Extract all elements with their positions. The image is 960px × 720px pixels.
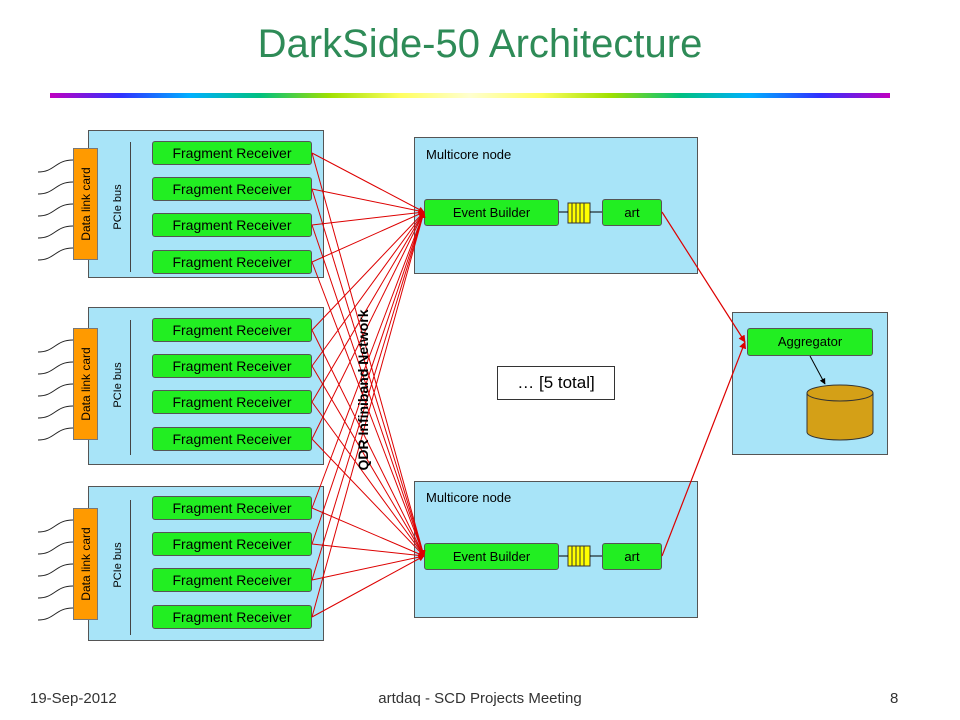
input-cable-icon [37,541,74,555]
input-cable-icon [37,361,74,375]
event-builder: Event Builder [424,543,559,570]
footer-title: artdaq - SCD Projects Meeting [378,690,582,707]
network-link-line [311,211,425,331]
network-link-line [311,188,426,557]
input-cable-icon [37,405,74,419]
event-builder: Event Builder [424,199,559,226]
fragment-receiver: Fragment Receiver [152,496,312,520]
fragment-receiver: Fragment Receiver [152,390,312,414]
network-link-line [311,329,425,557]
input-cable-icon [37,427,74,441]
input-cables [37,159,74,621]
network-link-line [311,188,425,214]
input-cable-icon [37,383,74,397]
network-link-line [311,365,425,557]
pcie-bus-line-1 [130,142,131,272]
input-cable-icon [37,339,74,353]
fragment-receiver: Fragment Receiver [152,141,312,165]
network-link-line [311,554,425,581]
footer-date: 19-Sep-2012 [30,690,117,707]
data-link-card-2: Data link card [73,328,98,440]
art-process: art [602,199,662,226]
fragment-receiver: Fragment Receiver [152,427,312,451]
fragment-receiver: Fragment Receiver [152,250,312,274]
network-link-line [311,543,425,559]
multicore-node-label: Multicore node [426,147,512,162]
network-link-line [311,152,425,213]
input-cable-icon [37,203,74,217]
input-cable-icon [37,585,74,599]
network-link-line [311,224,426,557]
fragment-receiver: Fragment Receiver [152,354,312,378]
art-to-aggregator-line [661,341,747,557]
input-cable-icon [37,159,74,173]
network-link-line [311,211,426,618]
page-title: DarkSide-50 Architecture [257,22,703,66]
aggregator: Aggregator [747,328,873,356]
input-cable-icon [37,607,74,621]
input-cable-icon [37,519,74,533]
network-link-line [311,211,425,263]
fragment-receiver: Fragment Receiver [152,318,312,342]
network-link-line [311,507,425,557]
input-cable-icon [37,181,74,195]
input-cable-icon [37,563,74,577]
network-link-line [311,209,425,226]
data-link-card-1: Data link card [73,148,98,260]
multicore-node-label: Multicore node [426,490,512,505]
title-divider [50,93,890,98]
network-link-line [311,152,426,557]
network-label: QDR Infiniband Network [355,309,371,471]
network-link-line [311,211,425,403]
art-process: art [602,543,662,570]
page-number: 8 [890,690,899,707]
network-link-line [311,211,426,545]
network-link-line [311,555,425,618]
fragment-receiver: Fragment Receiver [152,532,312,556]
fragment-receiver: Fragment Receiver [152,568,312,592]
pcie-bus-line-3 [130,500,131,635]
input-cable-icon [37,247,74,261]
network-connections [311,152,426,618]
data-link-card-3: Data link card [73,508,98,620]
fragment-receiver: Fragment Receiver [152,605,312,629]
database-icon [806,384,874,441]
art-to-aggregator-line [661,211,746,343]
queue-icon [567,545,591,567]
queue-icon [567,202,591,224]
total-nodes-note: … [5 total] [497,366,615,400]
network-link-line [311,211,425,367]
network-link-line [311,211,426,581]
network-link-line [311,401,425,557]
aggregator-to-disk-line [809,355,826,385]
input-cable-icon [37,225,74,239]
fragment-receiver: Fragment Receiver [152,213,312,237]
network-link-line [311,211,425,440]
network-link-line [311,211,425,509]
fragment-receiver: Fragment Receiver [152,177,312,201]
pcie-bus-line-2 [130,320,131,455]
